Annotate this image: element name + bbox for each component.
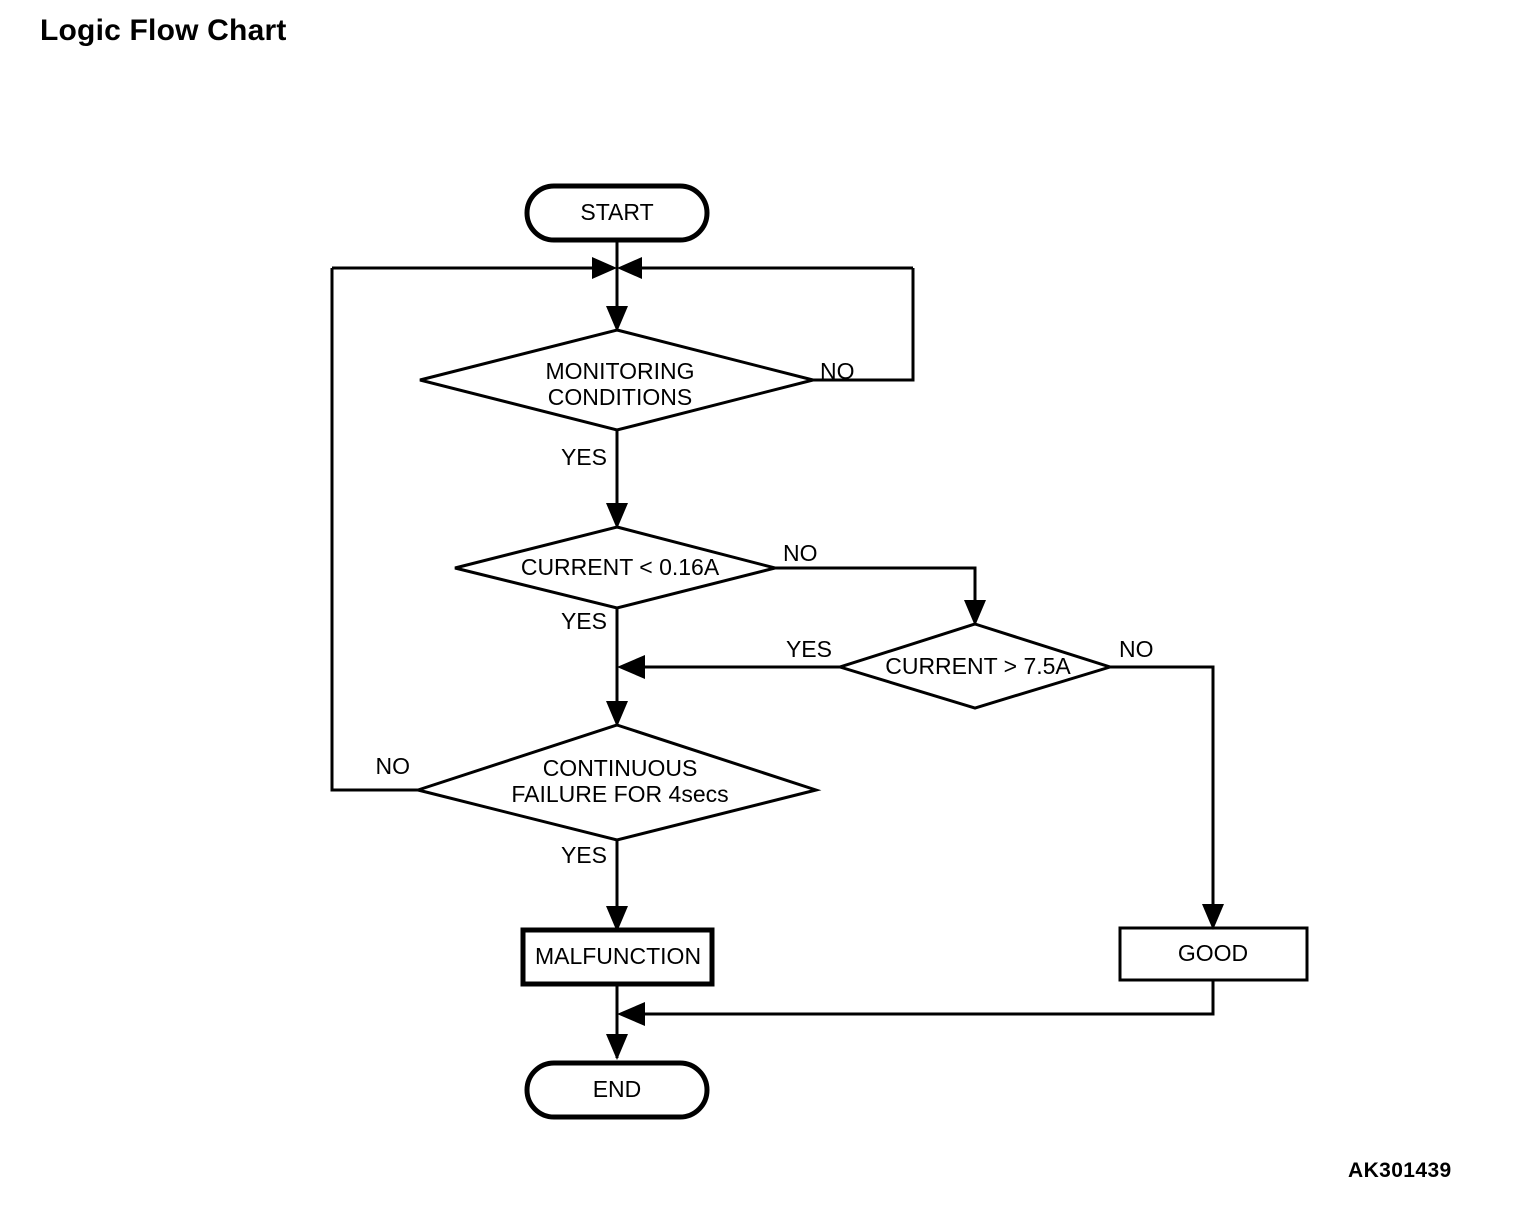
edge-label-monitoring-yes: YES — [561, 444, 607, 470]
node-start[interactable]: START — [524, 183, 710, 243]
edge-label-continuous-failure-yes: YES — [561, 842, 607, 868]
node-end[interactable]: END — [524, 1060, 710, 1120]
connector-current-low-no — [775, 566, 986, 626]
connector-monitoring-no-loop — [813, 268, 915, 382]
connector-current-high-yes — [617, 655, 840, 679]
node-continuous-failure[interactable]: CONTINUOUS FAILURE FOR 4secs — [412, 723, 822, 842]
edge-label-current-low-no: NO — [783, 540, 818, 566]
node-good[interactable]: GOOD — [1118, 926, 1309, 982]
edge-label-monitoring-no: NO — [820, 358, 855, 384]
edge-label-continuous-failure-no: NO — [376, 753, 411, 779]
node-continuous-failure-label-line2: FAILURE FOR 4secs — [511, 781, 728, 807]
edge-label-current-low-yes: YES — [561, 608, 607, 634]
node-current-low-label: CURRENT < 0.16A — [521, 554, 720, 580]
connector-malfunction-to-end — [606, 984, 628, 1060]
connector-current-high-no — [1110, 665, 1224, 930]
node-continuous-failure-label-line1: CONTINUOUS — [543, 755, 698, 781]
node-end-label: END — [593, 1076, 642, 1102]
edge-label-current-high-no: NO — [1119, 636, 1154, 662]
node-malfunction-label: MALFUNCTION — [535, 943, 701, 969]
edge-label-current-high-yes: YES — [786, 636, 832, 662]
connector-start-to-monitoring — [606, 240, 628, 332]
node-malfunction[interactable]: MALFUNCTION — [520, 927, 715, 987]
connector-continuous-failure-no-loop — [330, 268, 418, 792]
node-good-label: GOOD — [1178, 940, 1248, 966]
connector-current-low-yes — [606, 608, 628, 727]
node-current-less-than-016a[interactable]: CURRENT < 0.16A — [454, 525, 776, 610]
connector-continuous-failure-yes — [606, 840, 628, 932]
node-monitoring-label-line1: MONITORING — [545, 358, 694, 384]
node-current-greater-than-75a[interactable]: CURRENT > 7.5A — [834, 622, 1116, 710]
node-monitoring-label-line2: CONDITIONS — [548, 384, 692, 410]
page-title: Logic Flow Chart — [40, 14, 287, 47]
connector-top-rail — [332, 257, 913, 279]
connector-good-to-end — [617, 980, 1215, 1026]
node-start-label: START — [580, 199, 653, 225]
node-monitoring-conditions[interactable]: MONITORING CONDITIONS — [419, 328, 814, 432]
connector-monitoring-yes — [606, 430, 628, 529]
node-current-high-label: CURRENT > 7.5A — [885, 653, 1071, 679]
figure-code: AK301439 — [1348, 1159, 1452, 1182]
